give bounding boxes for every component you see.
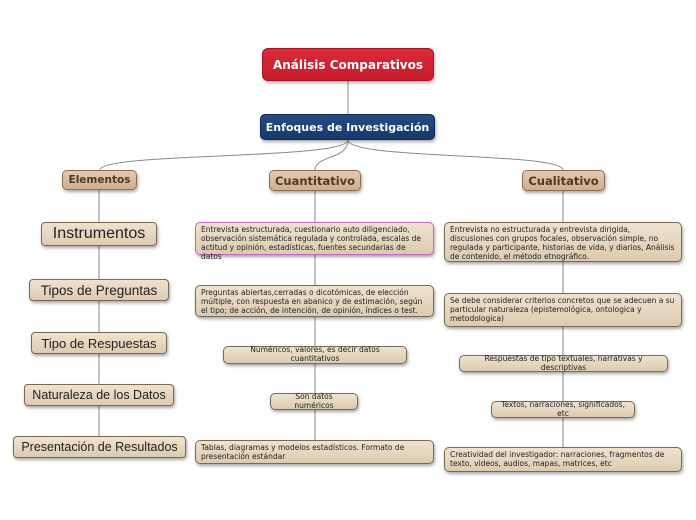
element-presentacion-de-resultados[interactable]: Presentación de Resultados <box>13 436 186 458</box>
element-label: Presentación de Resultados <box>21 440 178 454</box>
quantitative-instrumentos[interactable]: Entrevista estructurada, cuestionario au… <box>195 222 434 261</box>
element-label: Tipos de Preguntas <box>40 282 158 298</box>
quantitative-text: Entrevista estructurada, cuestionario au… <box>201 225 422 261</box>
quantitative-text: Son datos numéricos <box>294 391 334 410</box>
element-instrumentos[interactable]: Instrumentos <box>41 222 157 246</box>
element-naturaleza-de-los-datos[interactable]: Naturaleza de los Datos <box>24 384 174 406</box>
connector-approach-quantitative <box>314 139 349 171</box>
connector-approach-elements <box>99 139 349 171</box>
header-qualitative[interactable]: Cualitativo <box>522 170 605 191</box>
quantitative-naturaleza-de-los-datos[interactable]: Son datos numéricos <box>270 391 358 410</box>
element-label: Instrumentos <box>52 225 146 242</box>
element-label: Naturaleza de los Datos <box>32 388 166 402</box>
quantitative-tipos-de-preguntas[interactable]: Preguntas abiertas,cerradas o dicotómica… <box>195 285 434 317</box>
qualitative-naturaleza-de-los-datos[interactable]: Textos, narraciones, significados, etc <box>491 399 635 418</box>
root-label: Análisis Comparativos <box>272 57 424 72</box>
quantitative-text: Numéricos, valores, es decir datos cuant… <box>250 345 380 363</box>
element-tipo-de-respuestas[interactable]: Tipo de Respuestas <box>31 332 167 354</box>
qualitative-text: Textos, narraciones, significados, etc <box>501 399 625 418</box>
quantitative-text: Tablas, diagramas y modelos estadísticos… <box>201 443 405 461</box>
header-quantitative-label: Cuantitativo <box>274 173 356 188</box>
header-quantitative[interactable]: Cuantitativo <box>269 170 361 191</box>
quantitative-presentacion-de-resultados[interactable]: Tablas, diagramas y modelos estadísticos… <box>195 440 434 464</box>
qualitative-tipo-de-respuestas[interactable]: Respuestas de tipo textuales, narrativas… <box>459 353 668 372</box>
qualitative-presentacion-de-resultados[interactable]: Creatividad del investigador: narracione… <box>444 447 682 472</box>
root-node[interactable]: Análisis Comparativos <box>262 48 434 81</box>
connector-approach-qualitative <box>347 139 564 171</box>
qualitative-tipos-de-preguntas[interactable]: Se debe considerar criterios concretos q… <box>444 293 682 327</box>
qualitative-text: Creatividad del investigador: narracione… <box>450 450 665 468</box>
qualitative-text: Entrevista no estructurada y entrevista … <box>450 225 675 261</box>
element-label: Tipo de Respuestas <box>41 335 157 351</box>
approach-label: Enfoques de Investigación <box>265 120 430 134</box>
approach-node[interactable]: Enfoques de Investigación <box>260 114 435 140</box>
header-elements[interactable]: Elementos <box>62 170 137 190</box>
header-qualitative-label: Cualitativo <box>528 173 599 188</box>
quantitative-text: Preguntas abiertas,cerradas o dicotómica… <box>201 288 423 315</box>
quantitative-tipo-de-respuestas[interactable]: Numéricos, valores, es decir datos cuant… <box>223 345 407 364</box>
element-tipos-de-preguntas[interactable]: Tipos de Preguntas <box>29 279 169 301</box>
qualitative-text: Se debe considerar criterios concretos q… <box>450 296 675 323</box>
qualitative-text: Respuestas de tipo textuales, narrativas… <box>484 353 643 372</box>
header-elements-label: Elementos <box>68 174 131 186</box>
qualitative-instrumentos[interactable]: Entrevista no estructurada y entrevista … <box>444 222 682 262</box>
